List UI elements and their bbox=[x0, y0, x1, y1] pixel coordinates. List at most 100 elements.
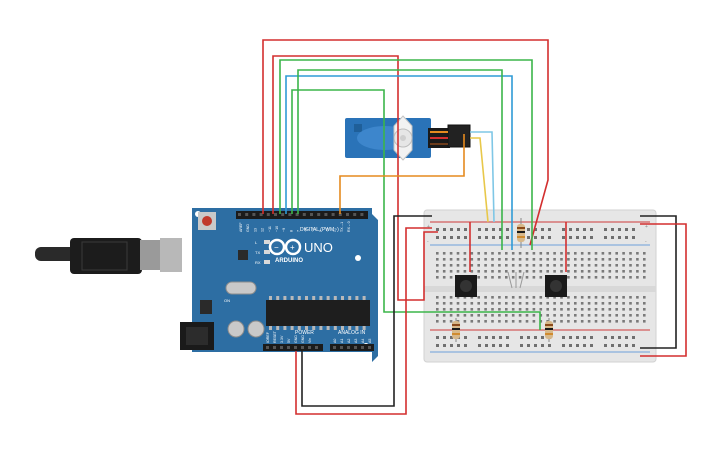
breadboard-hole[interactable] bbox=[560, 258, 563, 261]
servo-horn[interactable] bbox=[393, 115, 413, 161]
breadboard-hole[interactable] bbox=[567, 264, 570, 267]
breadboard-hole[interactable] bbox=[477, 296, 480, 299]
power-jack[interactable] bbox=[180, 322, 214, 350]
breadboard-hole[interactable] bbox=[608, 302, 612, 305]
breadboard-hole[interactable] bbox=[477, 264, 480, 267]
breadboard-hole[interactable] bbox=[601, 302, 605, 305]
breadboard-hole[interactable] bbox=[601, 296, 605, 299]
breadboard-hole[interactable] bbox=[560, 314, 563, 317]
breadboard-hole[interactable] bbox=[442, 252, 446, 255]
breadboard-hole[interactable] bbox=[457, 236, 460, 239]
usb-cable[interactable] bbox=[35, 238, 182, 274]
breadboard-hole[interactable] bbox=[511, 296, 515, 299]
breadboard-hole[interactable] bbox=[569, 236, 572, 239]
breadboard-hole[interactable] bbox=[443, 344, 446, 347]
breadboard-hole[interactable] bbox=[587, 270, 591, 273]
pushbutton-right[interactable] bbox=[545, 275, 567, 297]
breadboard-hole[interactable] bbox=[594, 252, 598, 255]
breadboard-hole[interactable] bbox=[560, 252, 563, 255]
breadboard-hole[interactable] bbox=[506, 228, 509, 231]
breadboard-hole[interactable] bbox=[574, 258, 577, 261]
breadboard-hole[interactable] bbox=[604, 228, 607, 231]
breadboard-hole[interactable] bbox=[511, 308, 515, 311]
breadboard-hole[interactable] bbox=[590, 336, 593, 339]
breadboard-hole[interactable] bbox=[629, 270, 632, 273]
breadboard-hole[interactable] bbox=[449, 302, 453, 305]
breadboard-hole[interactable] bbox=[576, 344, 579, 347]
breadboard-hole[interactable] bbox=[583, 236, 586, 239]
breadboard-hole[interactable] bbox=[629, 276, 632, 279]
breadboard-hole[interactable] bbox=[470, 302, 474, 305]
breadboard-hole[interactable] bbox=[449, 270, 453, 273]
breadboard-hole[interactable] bbox=[574, 314, 577, 317]
breadboard-hole[interactable] bbox=[574, 320, 577, 323]
header-pin[interactable] bbox=[347, 346, 350, 349]
breadboard-hole[interactable] bbox=[622, 314, 625, 317]
breadboard-hole[interactable] bbox=[498, 314, 501, 317]
breadboard-hole[interactable] bbox=[525, 308, 529, 311]
breadboard-hole[interactable] bbox=[560, 264, 563, 267]
breadboard-hole[interactable] bbox=[587, 314, 591, 317]
header-pin[interactable] bbox=[266, 213, 270, 216]
breadboard-hole[interactable] bbox=[491, 320, 494, 323]
breadboard-hole[interactable] bbox=[622, 320, 625, 323]
breadboard-hole[interactable] bbox=[546, 270, 549, 273]
breadboard-hole[interactable] bbox=[601, 252, 605, 255]
breadboard-hole[interactable] bbox=[567, 320, 570, 323]
breadboard-hole[interactable] bbox=[436, 252, 439, 255]
breadboard-hole[interactable] bbox=[525, 320, 529, 323]
breadboard-hole[interactable] bbox=[590, 344, 593, 347]
breadboard-hole[interactable] bbox=[629, 296, 632, 299]
breadboard-hole[interactable] bbox=[576, 228, 579, 231]
header-pin[interactable] bbox=[310, 213, 313, 216]
breadboard-hole[interactable] bbox=[608, 320, 612, 323]
breadboard-hole[interactable] bbox=[567, 296, 570, 299]
breadboard-hole[interactable] bbox=[518, 314, 522, 317]
breadboard-hole[interactable] bbox=[532, 264, 536, 267]
breadboard-hole[interactable] bbox=[643, 302, 646, 305]
breadboard-hole[interactable] bbox=[457, 344, 460, 347]
breadboard-hole[interactable] bbox=[477, 252, 480, 255]
pushbutton-left[interactable] bbox=[455, 275, 477, 297]
breadboard-hole[interactable] bbox=[636, 320, 639, 323]
breadboard-hole[interactable] bbox=[608, 308, 612, 311]
breadboard-hole[interactable] bbox=[463, 320, 467, 323]
breadboard-hole[interactable] bbox=[569, 344, 572, 347]
header-pin[interactable] bbox=[368, 346, 371, 349]
breadboard-hole[interactable] bbox=[505, 252, 508, 255]
breadboard-hole[interactable] bbox=[491, 270, 494, 273]
breadboard-hole[interactable] bbox=[574, 296, 577, 299]
breadboard-hole[interactable] bbox=[456, 270, 460, 273]
breadboard-hole[interactable] bbox=[636, 308, 639, 311]
breadboard-hole[interactable] bbox=[636, 302, 639, 305]
breadboard-hole[interactable] bbox=[636, 270, 639, 273]
breadboard-hole[interactable] bbox=[470, 308, 474, 311]
breadboard-hole[interactable] bbox=[604, 344, 607, 347]
breadboard-hole[interactable] bbox=[643, 320, 646, 323]
breadboard-hole[interactable] bbox=[625, 228, 628, 231]
breadboard-hole[interactable] bbox=[436, 302, 439, 305]
breadboard-hole[interactable] bbox=[518, 264, 522, 267]
breadboard-hole[interactable] bbox=[629, 302, 632, 305]
breadboard-hole[interactable] bbox=[636, 252, 639, 255]
breadboard-hole[interactable] bbox=[611, 228, 614, 231]
breadboard-hole[interactable] bbox=[491, 276, 494, 279]
breadboard-hole[interactable] bbox=[436, 264, 439, 267]
header-pin[interactable] bbox=[353, 213, 357, 216]
breadboard-hole[interactable] bbox=[546, 252, 549, 255]
breadboard-hole[interactable] bbox=[463, 314, 467, 317]
breadboard-hole[interactable] bbox=[463, 296, 467, 299]
breadboard-hole[interactable] bbox=[449, 308, 453, 311]
breadboard-hole[interactable] bbox=[464, 336, 467, 339]
breadboard-hole[interactable] bbox=[450, 236, 453, 239]
breadboard-hole[interactable] bbox=[580, 302, 584, 305]
breadboard-hole[interactable] bbox=[546, 308, 549, 311]
breadboard-hole[interactable] bbox=[498, 258, 501, 261]
breadboard-hole[interactable] bbox=[553, 302, 556, 305]
breadboard-hole[interactable] bbox=[601, 314, 605, 317]
breadboard-hole[interactable] bbox=[449, 276, 453, 279]
breadboard-hole[interactable] bbox=[553, 314, 556, 317]
breadboard-hole[interactable] bbox=[615, 258, 618, 261]
breadboard-hole[interactable] bbox=[478, 336, 481, 339]
header-pin[interactable] bbox=[317, 213, 321, 216]
